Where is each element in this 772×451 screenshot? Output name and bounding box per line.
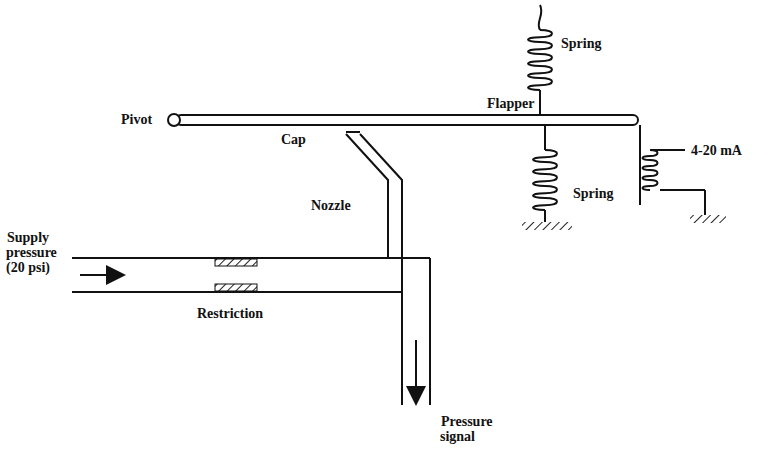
spring-label: Spring: [560, 36, 602, 51]
spring-label: Spring: [572, 186, 614, 201]
nozzle-label: Nozzle: [310, 198, 352, 213]
supply-pipe: [72, 258, 402, 292]
pressure-signal-label: Pressure signal: [440, 414, 493, 444]
solenoid-coil: [640, 125, 705, 215]
signal-arrow: [415, 340, 417, 402]
cap-label: Cap: [280, 132, 307, 147]
supply-label: Supply pressure (20 psi): [6, 230, 74, 275]
ground: [690, 215, 726, 223]
signal-label: 4-20 mA: [690, 143, 743, 158]
supply-label: Supply pressure (20 psi): [6, 230, 57, 275]
ground: [522, 222, 572, 230]
restriction: [215, 259, 257, 266]
flapper-label: Flapper: [486, 96, 535, 111]
restriction: [215, 284, 257, 291]
nozzle-label: Nozzle: [310, 198, 352, 213]
pressure-signal-label: Pressure signal: [440, 414, 510, 444]
restriction-label: Restriction: [196, 306, 264, 321]
pivot-label: Pivot: [120, 112, 153, 127]
nozzle: [346, 132, 402, 292]
restriction-label: Restriction: [196, 306, 264, 321]
spring-label: Spring: [572, 186, 614, 201]
pivot: [168, 114, 180, 126]
pivot-label: Pivot: [120, 112, 153, 127]
cap-label: Cap: [280, 132, 307, 147]
signal-label: 4-20 mA: [690, 143, 743, 158]
signal-pipe: [388, 258, 430, 405]
flapper-label: Flapper: [486, 96, 535, 111]
supply-arrow: [80, 274, 122, 276]
spring: [533, 125, 557, 222]
spring-label: Spring: [560, 36, 602, 51]
flapper: [176, 115, 638, 125]
